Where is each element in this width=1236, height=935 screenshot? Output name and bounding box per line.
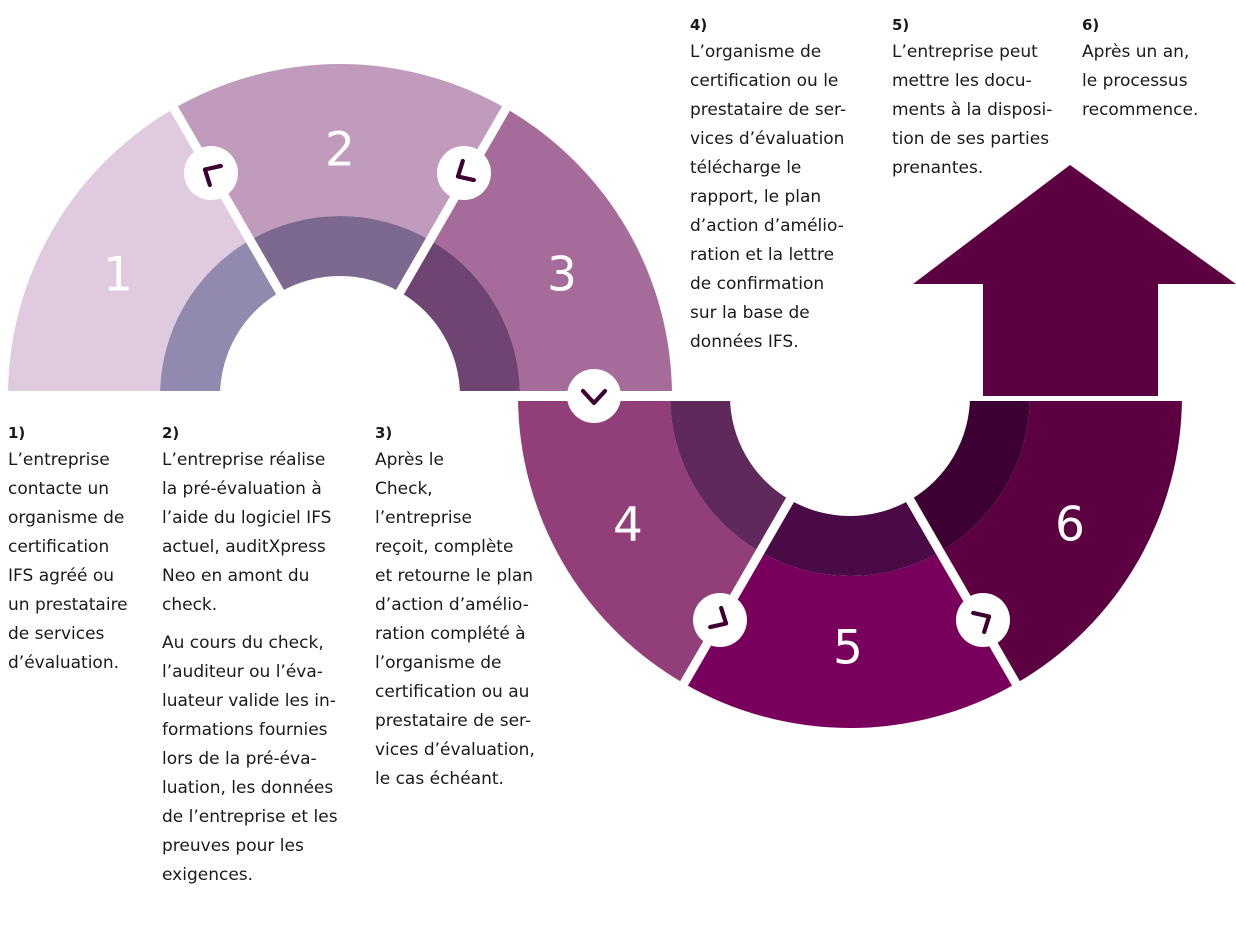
segment-2-label: 2	[325, 123, 355, 178]
connector-5	[956, 593, 1010, 647]
step-number: 3)	[375, 424, 393, 442]
segment-separator	[905, 495, 1021, 688]
connector-circle	[956, 593, 1010, 647]
segment-labels: 1 2 3 4 5 6	[103, 123, 1085, 676]
step-number: 2)	[162, 424, 180, 442]
connector-circle	[184, 146, 238, 200]
step-text: L’entreprise réalise la pré-évaluation à…	[162, 450, 332, 615]
connector-4	[693, 593, 747, 647]
step-number: 4)	[690, 16, 708, 34]
step-2-description: 2) L’entreprise réalise la pré-évaluatio…	[162, 420, 372, 890]
chevron-arrow-icon	[202, 163, 223, 188]
segment-6-inner	[910, 396, 1030, 552]
segment-4-label: 4	[613, 498, 643, 553]
step-number: 6)	[1082, 16, 1100, 34]
segment-1-label: 1	[103, 248, 133, 303]
segment-1-inner	[160, 240, 280, 396]
segment-3-inner	[400, 240, 520, 396]
connector-circle	[437, 146, 491, 200]
up-arrow-icon	[913, 165, 1236, 396]
segment-4-inner	[670, 396, 790, 552]
chevron-arrow-icon	[455, 158, 476, 183]
segment-6-label: 6	[1055, 498, 1085, 553]
chevron-arrow-icon	[971, 610, 992, 635]
step-text: Après un an, le processus recommence.	[1082, 42, 1199, 120]
segment-5-label: 5	[833, 621, 863, 676]
step-text: L’entreprise peut mettre les docu- ments…	[892, 42, 1053, 178]
chevron-arrow-icon	[580, 388, 608, 406]
step-number: 5)	[892, 16, 910, 34]
step-4-description: 4) L’organisme de certification ou le pr…	[690, 12, 875, 357]
step-number: 1)	[8, 424, 26, 442]
connectors-layer	[184, 146, 1010, 647]
step-text: Au cours du check, l’auditeur ou l’éva- …	[162, 633, 338, 885]
step-5-description: 5) L’entreprise peut mettre les docu- me…	[892, 12, 1077, 183]
connector-circle	[567, 369, 621, 423]
step-text: Après le Check, l’entreprise reçoit, com…	[375, 450, 535, 789]
segment-2-inner	[250, 216, 430, 293]
step-1-description: 1) L’entreprise contacte un organisme de…	[8, 420, 158, 678]
connector-3	[567, 369, 621, 423]
connector-1	[184, 146, 238, 200]
connector-2	[437, 146, 491, 200]
segment-5-inner	[760, 499, 940, 576]
connector-circle	[693, 593, 747, 647]
step-6-description: 6) Après un an, le processus recommence.	[1082, 12, 1234, 125]
segment-3-label: 3	[547, 248, 577, 303]
segment-separator	[679, 495, 795, 688]
chevron-arrow-icon	[708, 605, 729, 630]
segment-5-outer	[684, 551, 1016, 728]
step-3-description: 3) Après le Check, l’entreprise reçoit, …	[375, 420, 575, 794]
segment-separator	[395, 104, 511, 297]
step-text: L’organisme de certification ou le prest…	[690, 42, 847, 352]
segment-separator	[169, 104, 285, 297]
segment-3-outer	[430, 108, 672, 396]
segment-2-outer	[174, 64, 506, 241]
step-text: L’entreprise contacte un organisme de ce…	[8, 450, 128, 673]
